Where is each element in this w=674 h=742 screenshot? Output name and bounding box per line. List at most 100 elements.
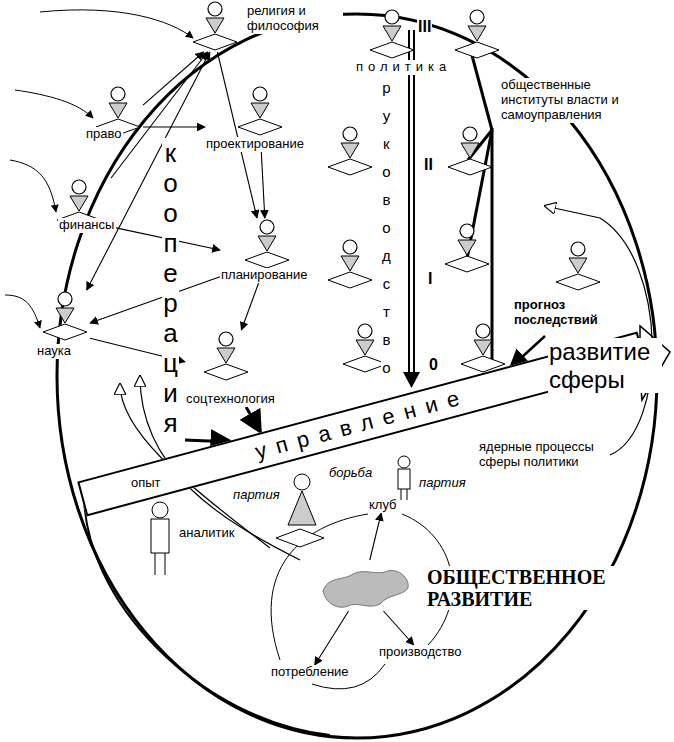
connector <box>261 152 265 218</box>
person-body <box>356 340 374 355</box>
person-diamond <box>328 159 372 175</box>
letter: о <box>163 198 178 228</box>
letter: в <box>382 186 391 214</box>
letter: а <box>163 318 178 348</box>
node-label: потребление <box>270 665 350 680</box>
letter: к <box>163 138 178 168</box>
actor-node: проектирование <box>205 85 305 152</box>
letter: у <box>382 102 391 130</box>
label: общественные институты власти и самоупра… <box>500 78 632 123</box>
person-head <box>219 332 233 346</box>
leadership-line <box>408 30 410 372</box>
node-label: планирование <box>220 268 308 283</box>
node-label: управление <box>251 383 472 465</box>
leadership-arrowhead <box>403 372 420 388</box>
level-number: III <box>417 18 432 36</box>
actor-icon <box>367 8 417 60</box>
leadership-line <box>413 30 415 372</box>
connector <box>370 513 381 560</box>
letter: я <box>163 408 178 438</box>
person-diamond <box>43 324 87 340</box>
connector <box>143 126 205 127</box>
institutions-line <box>470 48 492 130</box>
letter: в <box>382 326 391 354</box>
society-node: ОБЩЕСТВЕННОЕ РАЗВИТИЕ <box>318 560 638 611</box>
text-node: клуб <box>368 498 398 513</box>
person-body <box>109 103 127 118</box>
letter: с <box>382 270 391 298</box>
actor-node: финансы <box>48 178 116 233</box>
person-body <box>474 340 492 355</box>
level-number: I <box>427 270 433 288</box>
label: партия <box>418 476 467 491</box>
person-diamond <box>556 274 600 290</box>
person-head <box>260 220 274 234</box>
party-head <box>398 456 410 468</box>
actor-node: наука <box>36 290 90 359</box>
node-label: политика <box>355 60 452 75</box>
person-head <box>470 10 484 24</box>
person-diamond <box>245 252 289 268</box>
actor-node: соцтехнология <box>185 330 276 407</box>
label: борьба <box>328 466 373 481</box>
vertical-label: кооперация <box>162 138 179 438</box>
person-head <box>476 324 490 338</box>
node-label: право <box>85 127 123 142</box>
node-label: производство <box>378 645 462 660</box>
person-body <box>341 143 359 158</box>
inner-curve <box>84 487 330 735</box>
label: прогноз последствий <box>513 298 610 328</box>
node-label: финансы <box>58 218 115 233</box>
input-line <box>40 10 193 38</box>
label: развитие сферы <box>548 338 662 393</box>
person-diamond <box>328 272 372 288</box>
person-head <box>343 127 357 141</box>
person-body <box>458 240 476 255</box>
text-node: потребление <box>270 665 350 680</box>
letter: р <box>163 288 178 318</box>
person-head <box>58 292 72 306</box>
letter: о <box>163 168 178 198</box>
letter: д <box>382 242 391 270</box>
input-line <box>15 90 93 118</box>
person-body <box>341 256 359 271</box>
person-body <box>383 26 401 41</box>
map-icon <box>318 566 413 611</box>
letter: ц <box>163 348 178 378</box>
person-body <box>461 143 479 158</box>
node-label: наука <box>36 344 72 359</box>
actor-node: политика <box>355 8 453 75</box>
analyst-body <box>151 519 169 553</box>
letter: п <box>163 228 178 258</box>
party-head <box>294 474 310 490</box>
feedback-curve <box>545 206 652 455</box>
party-body <box>398 469 410 489</box>
person-body <box>258 236 276 251</box>
connector <box>241 283 258 330</box>
letter: и <box>163 378 178 408</box>
party-diamond <box>276 529 324 547</box>
party-leg <box>407 489 408 500</box>
actor-node: планирование <box>220 218 309 283</box>
person-diamond <box>455 42 499 58</box>
party-body <box>288 491 316 525</box>
connector <box>90 277 220 323</box>
letter: о <box>382 158 391 186</box>
level-number: 0 <box>428 356 439 374</box>
institutions-line <box>491 128 494 360</box>
person-head <box>385 10 399 24</box>
actor-icon <box>235 85 285 137</box>
actor-node: право <box>85 85 143 142</box>
actor-icon <box>40 290 90 342</box>
actor-icon <box>190 0 240 52</box>
map-silhouette <box>323 570 408 607</box>
label: партия <box>232 488 281 503</box>
connector <box>384 611 414 645</box>
letter: о <box>382 214 391 242</box>
person-head <box>571 242 585 256</box>
input-line <box>5 295 40 328</box>
person-diamond <box>193 34 237 50</box>
letter: е <box>163 258 178 288</box>
person-body <box>217 348 235 363</box>
